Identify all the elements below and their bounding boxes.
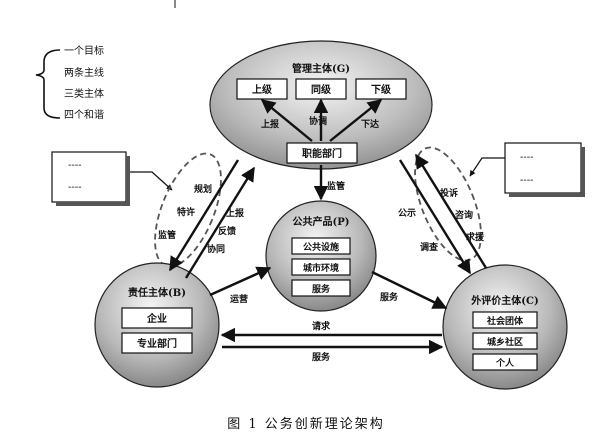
evaluator-item: 城乡社区 bbox=[487, 336, 523, 348]
arrow-p-to-c bbox=[371, 270, 448, 310]
management-flow-label: 协调 bbox=[309, 115, 327, 127]
management-title: 管理主体(G) bbox=[292, 62, 350, 75]
evaluator-title: 外评价主体(C) bbox=[470, 294, 538, 307]
public-product-entity: 公共产品(P) 公共设施 城市环境 服务 bbox=[265, 200, 377, 312]
evaluator-item: 个人 bbox=[495, 357, 515, 369]
public-product-item: 城市环境 bbox=[303, 262, 339, 274]
legend-brace bbox=[35, 49, 61, 119]
management-dept: 职能部门 bbox=[302, 147, 342, 160]
evaluator-entity: 外评价主体(C) 社会团体 城乡社区 个人 bbox=[442, 264, 568, 390]
callout-right-line: ---- bbox=[520, 152, 534, 163]
callout-left-line: ---- bbox=[68, 160, 82, 171]
management-flow-label: 上报 bbox=[261, 118, 279, 130]
arrow-c-to-g bbox=[414, 153, 488, 269]
edge-label: 规划 bbox=[194, 183, 212, 195]
responsibility-item: 企业 bbox=[146, 312, 167, 325]
callout-right-line: ---- bbox=[520, 175, 534, 186]
callout-left: ---- ---- bbox=[51, 151, 173, 206]
management-level-box bbox=[236, 78, 288, 100]
arrow-b-to-g bbox=[184, 166, 256, 279]
edge-label: 协同 bbox=[207, 243, 225, 255]
management-level: 下级 bbox=[371, 83, 392, 96]
edge-label: 监管 bbox=[158, 229, 176, 241]
legend-item: 三类主体 bbox=[64, 87, 104, 100]
edge-label: 咨询 bbox=[455, 209, 473, 221]
responsibility-title: 责任主体(B) bbox=[128, 286, 186, 299]
arrow-b-to-p bbox=[209, 266, 272, 297]
management-flow-label: 下达 bbox=[361, 118, 379, 130]
edge-label: 反馈 bbox=[218, 225, 236, 237]
evaluator-item: 社会团体 bbox=[486, 315, 524, 327]
edge-label: 特许 bbox=[177, 206, 195, 218]
management-entity: 管理主体(G) 上级 同级 下级 上报 协调 下达 职能部门 bbox=[209, 40, 433, 170]
edge-label: 服务 bbox=[312, 351, 331, 363]
management-level-box bbox=[355, 78, 407, 100]
edge-label: 上报 bbox=[226, 207, 244, 219]
public-product-title: 公共产品(P) bbox=[293, 215, 350, 228]
edge-label: 公示 bbox=[398, 208, 416, 219]
dashed-oval-right bbox=[414, 146, 482, 262]
callout-right: ---- ---- bbox=[469, 142, 585, 197]
edge-label: 运营 bbox=[230, 293, 248, 305]
callout-left-line: ---- bbox=[68, 182, 82, 193]
management-level: 同级 bbox=[311, 83, 332, 96]
legend-item: 四个和谐 bbox=[64, 109, 104, 121]
edge-label: 监管 bbox=[327, 180, 345, 192]
edge-label: 投诉 bbox=[440, 187, 458, 199]
edge-label: 求援 bbox=[466, 231, 485, 243]
legend-item: 两条主线 bbox=[64, 66, 104, 79]
responsibility-entity: 责任主体(B) 企业 专业部门 bbox=[94, 262, 220, 388]
responsibility-item: 专业部门 bbox=[137, 337, 177, 350]
arrow-g-to-b bbox=[168, 159, 240, 272]
edge-label: 调查 bbox=[420, 241, 439, 253]
edge-label: 服务 bbox=[380, 291, 399, 303]
public-product-item: 公共设施 bbox=[303, 241, 339, 253]
legend-item: 一个目标 bbox=[64, 45, 104, 57]
legend: 一个目标 两条主线 三类主体 四个和谐 bbox=[35, 45, 104, 121]
edge-label: 请求 bbox=[312, 320, 331, 332]
arrow-g-to-c bbox=[398, 159, 472, 275]
figure-caption: 图 1 公务创新理论架构 bbox=[227, 416, 385, 432]
public-product-item: 服务 bbox=[312, 283, 331, 295]
management-level: 上级 bbox=[252, 83, 273, 96]
management-dept-box bbox=[286, 142, 358, 164]
